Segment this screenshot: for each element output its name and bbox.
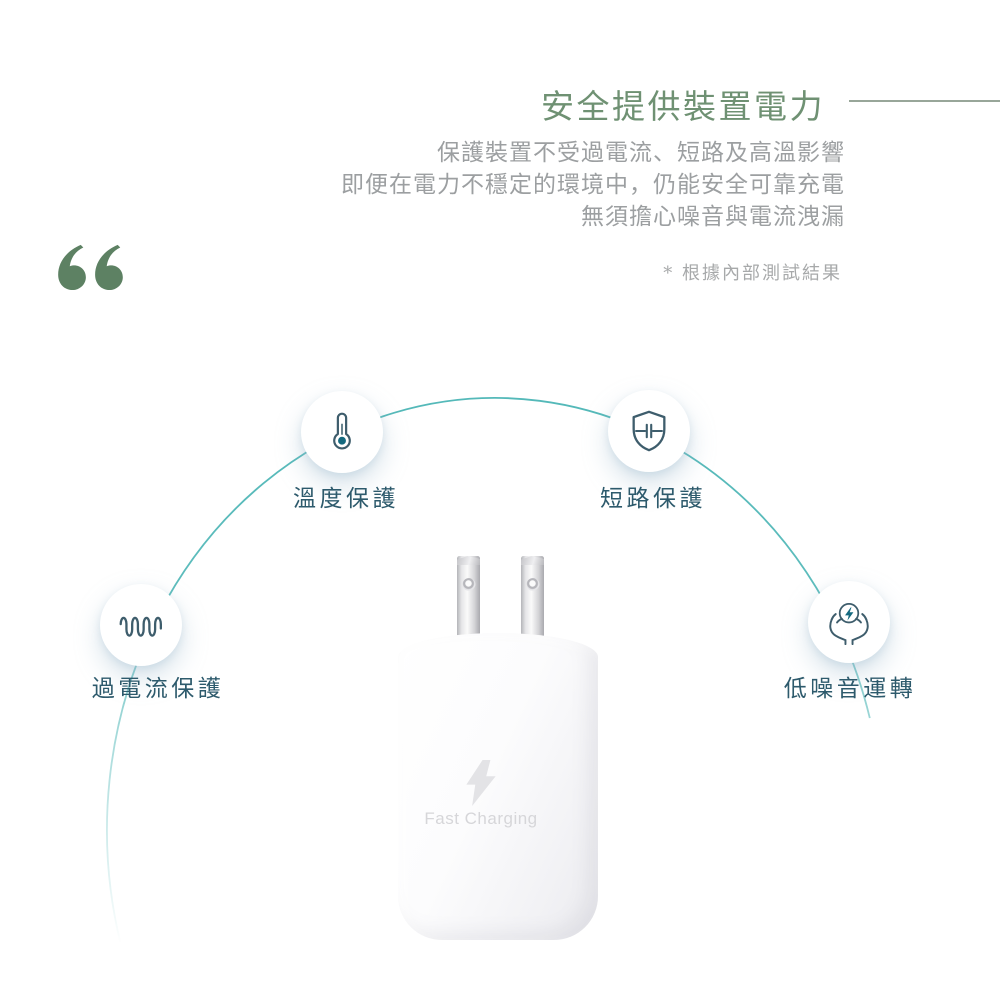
lightning-icon bbox=[466, 760, 496, 806]
feature-label-temperature: 溫度保護 bbox=[293, 485, 399, 511]
feature-label-overcurrent: 過電流保護 bbox=[91, 675, 225, 701]
prong-hole bbox=[462, 578, 475, 591]
quote-mark-icon bbox=[58, 244, 123, 291]
feature-node-short-circuit bbox=[608, 390, 690, 472]
feature-label-short-circuit: 短路保護 bbox=[600, 485, 706, 511]
hands-holding-energy-icon bbox=[829, 602, 869, 645]
charger-product-image: Fast Charging bbox=[398, 553, 598, 943]
feature-node-low-noise bbox=[808, 581, 890, 663]
shield-capacitor-icon bbox=[632, 410, 666, 452]
plug-prong-right bbox=[521, 556, 544, 651]
feature-node-temperature bbox=[301, 391, 383, 473]
feature-node-overcurrent bbox=[100, 584, 182, 666]
section-title: 安全提供裝置電力 bbox=[541, 88, 825, 125]
thermometer-icon bbox=[333, 412, 351, 450]
plug-prong-left bbox=[457, 556, 480, 651]
description-line-3: 無須擔心噪音與電流洩漏 bbox=[581, 204, 845, 230]
fast-charging-label: Fast Charging bbox=[424, 809, 538, 828]
description-line-2: 即便在電力不穩定的環境中，仍能安全可靠充電 bbox=[341, 172, 845, 198]
footnote-text: * 根據內部測試結果 bbox=[663, 263, 842, 284]
prong-hole bbox=[526, 578, 539, 591]
description-line-1: 保護裝置不受過電流、短路及高溫影響 bbox=[437, 140, 845, 166]
inductor-coil-icon bbox=[119, 616, 162, 637]
title-divider-line bbox=[849, 100, 1000, 102]
charger-body: Fast Charging bbox=[398, 633, 598, 940]
section-description: 保護裝置不受過電流、短路及高溫影響 即便在電力不穩定的環境中，仍能安全可靠充電 … bbox=[341, 137, 845, 233]
feature-label-low-noise: 低噪音運轉 bbox=[783, 675, 917, 701]
